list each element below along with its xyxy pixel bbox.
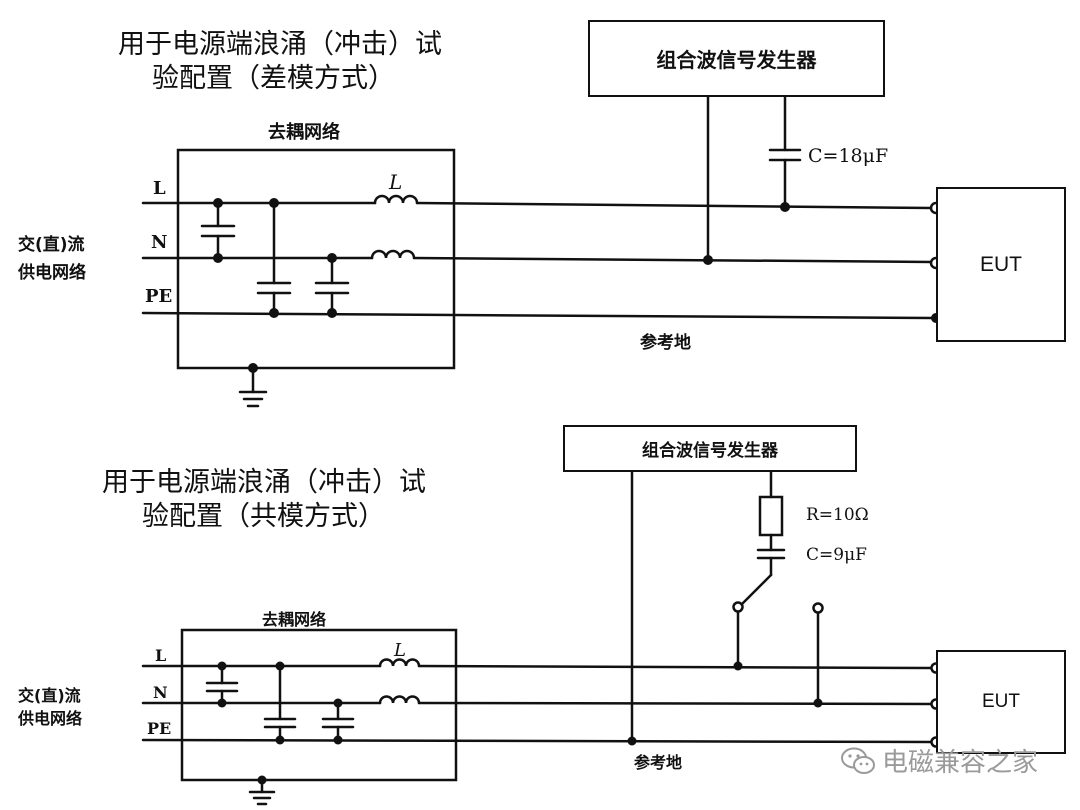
capacitor-L-N — [205, 664, 239, 705]
top-capacitor-value: C=18μF — [808, 145, 889, 167]
bottom-eut-box: EUT — [936, 650, 1066, 754]
top-eut-label: EUT — [980, 252, 1022, 276]
top-line-N-label: N — [151, 232, 168, 253]
top-diagram-title-line1: 用于电源端浪涌（冲击）试 — [118, 29, 442, 60]
wechat-icon — [841, 747, 875, 774]
junction-dots-top — [213, 198, 941, 373]
top-generator-label: 组合波信号发生器 — [656, 48, 817, 72]
top-diagram-title-line2: 验配置（差模方式） — [152, 63, 395, 94]
bottom-capacitor-value: C=9μF — [806, 545, 867, 565]
bottom-eut-label: EUT — [982, 691, 1020, 712]
inductor-N-coil — [370, 249, 416, 260]
switch-contacts — [732, 601, 824, 614]
top-eut-box: EUT — [936, 187, 1066, 342]
decoupling-network-box — [180, 628, 458, 782]
line-PE-wire — [141, 311, 934, 320]
bottom-reference-ground-label: 参考地 — [634, 753, 683, 772]
resistor-R — [758, 495, 784, 537]
bottom-inductor-label: L — [394, 640, 406, 661]
inductor-N-coil — [378, 695, 421, 705]
bottom-power-source-label-line2: 供电网络 — [18, 709, 83, 728]
watermark-text: 电磁兼容之家 — [882, 748, 1039, 778]
bottom-line-PE-label: PE — [147, 719, 172, 738]
watermark: 电磁兼容之家 — [840, 742, 1038, 779]
capacitor-L-N — [200, 201, 236, 260]
top-combination-wave-generator-box: 组合波信号发生器 — [588, 20, 885, 97]
bottom-line-L-label: L — [155, 646, 167, 665]
bottom-circuit — [141, 470, 942, 806]
top-power-source-label-line2: 供电网络 — [18, 263, 86, 283]
bottom-combination-wave-generator-box: 组合波信号发生器 — [563, 425, 857, 472]
top-circuit — [141, 95, 943, 408]
selector-switch-arm — [740, 573, 773, 606]
junction-dots-bottom — [217, 661, 823, 785]
top-reference-ground-label: 参考地 — [640, 333, 691, 353]
bottom-line-N-label: N — [153, 683, 168, 702]
bottom-diagram-title-line1: 用于电源端浪涌（冲击）试 — [102, 467, 426, 498]
top-inductor-label: L — [389, 170, 403, 194]
bottom-decoupling-network-label: 去耦网络 — [262, 610, 327, 629]
top-line-L-label: L — [153, 178, 166, 199]
bottom-power-source-label-line1: 交(直)流 — [18, 686, 81, 705]
coupling-capacitor-bottom — [756, 548, 786, 577]
top-power-source-label-line1: 交(直)流 — [18, 235, 85, 255]
top-line-PE-label: PE — [145, 286, 173, 307]
inductor-L-coil — [378, 658, 421, 668]
top-decoupling-network-label: 去耦网络 — [268, 122, 340, 143]
ground-symbol-top — [238, 366, 268, 408]
bottom-resistor-value: R=10Ω — [806, 505, 869, 525]
coupling-capacitor-top — [768, 95, 802, 209]
capacitor-N-PE — [321, 701, 355, 742]
bottom-diagram-title-line2: 验配置（共模方式） — [142, 501, 385, 532]
capacitor-N-PE — [314, 256, 350, 315]
inductor-L-coil — [373, 194, 419, 205]
bottom-generator-label: 组合波信号发生器 — [642, 441, 778, 461]
